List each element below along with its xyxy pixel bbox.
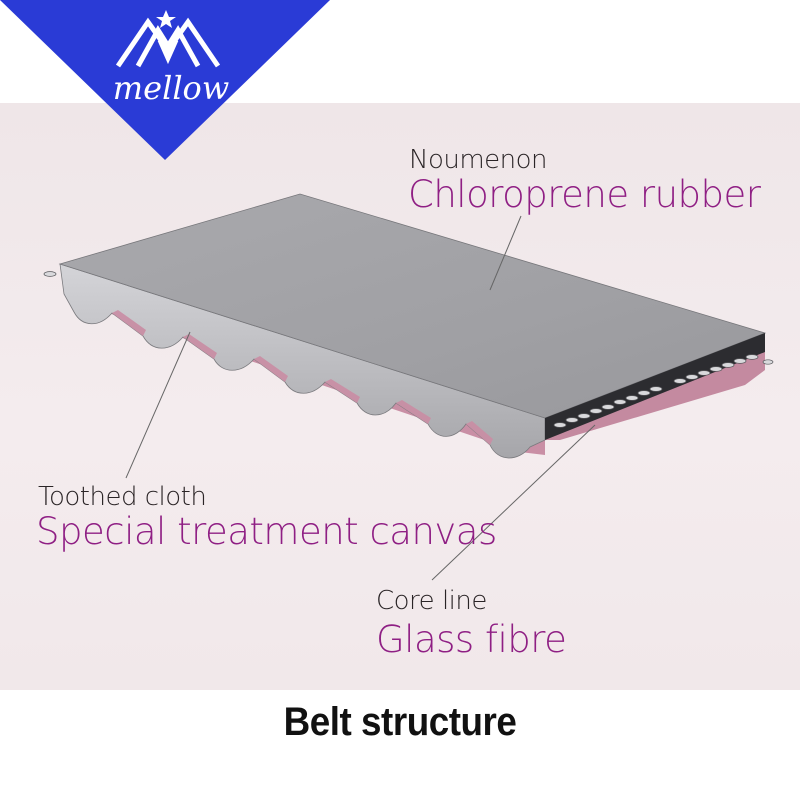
logo-star-icon xyxy=(156,10,176,28)
label-bottom-material: Glass fibre xyxy=(376,618,567,661)
mellow-logo xyxy=(0,0,330,160)
canvas-strips xyxy=(112,310,493,445)
logo-triangle xyxy=(0,0,330,160)
label-left-material: Special treatment canvas xyxy=(36,510,497,553)
label-top-material: Chloroprene rubber xyxy=(408,173,761,216)
brand-name: mellow xyxy=(112,69,230,107)
leader-line-left xyxy=(125,331,191,479)
logo-mark-icon xyxy=(115,17,221,68)
label-top-heading: Noumenon xyxy=(409,145,548,175)
label-bottom-heading: Core line xyxy=(376,586,487,616)
leader-line-top xyxy=(489,215,522,291)
label-left-heading: Toothed cloth xyxy=(38,482,207,512)
glass-fibre-cords xyxy=(43,271,774,428)
diagram-caption: Belt structure xyxy=(283,700,517,744)
leader-line-bottom xyxy=(431,424,596,581)
